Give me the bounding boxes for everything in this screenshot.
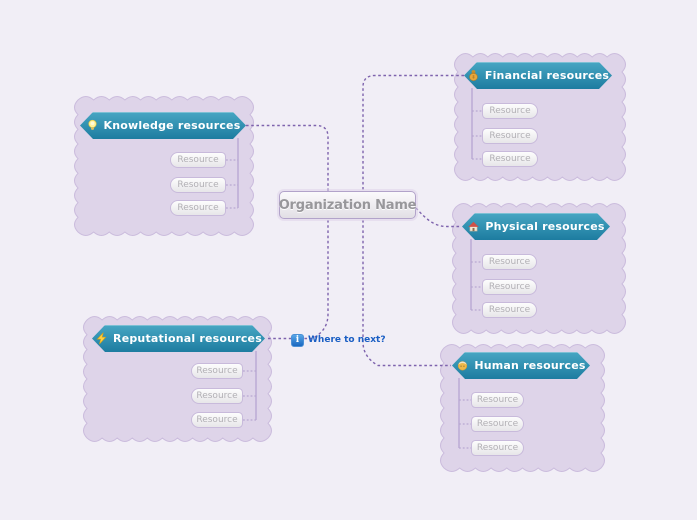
house-icon [467, 220, 480, 233]
resource-node[interactable]: Resource [170, 152, 226, 168]
trunk-lines [237, 88, 473, 448]
node-human-resources[interactable]: Human resources [452, 352, 590, 379]
note-label: Where to next? [308, 335, 386, 345]
lightbulb-icon [86, 119, 99, 132]
resource-node[interactable]: Resource [482, 302, 537, 318]
node-organization-name[interactable]: Organization Name [279, 191, 416, 219]
branch-label: Financial resources [484, 69, 610, 82]
resource-node[interactable]: Resource [471, 392, 524, 408]
branch-label: Physical resources [485, 220, 605, 233]
connector-knowledge-to-root [246, 124, 329, 191]
branch-label: Reputational resources [113, 332, 262, 345]
info-icon: i [291, 333, 304, 347]
branch-label: Human resources [474, 359, 586, 372]
node-knowledge-resources[interactable]: Knowledge resources [80, 112, 246, 139]
node-financial-resources[interactable]: Financial resources [464, 62, 612, 89]
resource-node[interactable]: Resource [471, 440, 524, 456]
resource-node[interactable]: Resource [482, 254, 537, 270]
connector-human-to-root [362, 220, 451, 367]
connector-physical-to-root [415, 207, 461, 228]
resource-node[interactable]: Resource [482, 103, 538, 119]
connector-reputational-to-root [266, 220, 329, 340]
person-icon [456, 359, 469, 372]
resource-node[interactable]: Resource [482, 279, 537, 295]
resource-node[interactable]: Resource [191, 363, 243, 379]
resource-node[interactable]: Resource [170, 200, 226, 216]
root-links [246, 74, 464, 367]
connector-financial-to-root [362, 74, 464, 191]
branch-label: Knowledge resources [103, 119, 241, 132]
resource-node[interactable]: Resource [482, 151, 538, 167]
flash-icon [95, 332, 108, 345]
resource-links [226, 110, 482, 449]
node-reputational-resources[interactable]: Reputational resources [92, 325, 265, 352]
resource-node[interactable]: Resource [471, 416, 524, 432]
resource-node[interactable]: Resource [191, 412, 243, 428]
root-label: Organization Name [278, 197, 417, 213]
moneybag-icon [467, 69, 480, 82]
resource-node[interactable]: Resource [482, 128, 538, 144]
node-where-to-next[interactable]: i Where to next? [291, 333, 386, 347]
node-physical-resources[interactable]: Physical resources [462, 213, 610, 240]
resource-node[interactable]: Resource [191, 388, 243, 404]
resource-node[interactable]: Resource [170, 177, 226, 193]
